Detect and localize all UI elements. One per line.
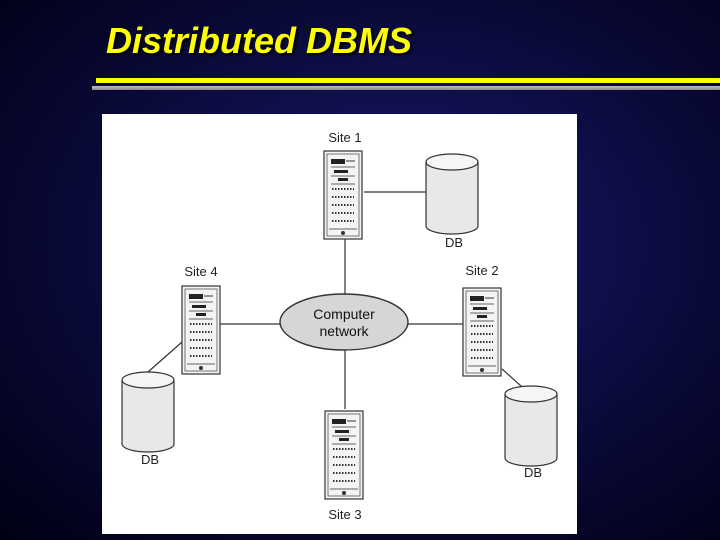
link-site4-db [147, 341, 183, 373]
diagram-panel: Computer network Site 1 Site 2 Site 3 Si… [102, 114, 577, 534]
site-2-db-icon [504, 385, 558, 467]
site-4-db-label: DB [141, 452, 159, 467]
site-4-server-icon [181, 285, 221, 375]
network-label-line2: network [319, 323, 369, 339]
site-3-server-icon [324, 410, 364, 500]
site-1-db-icon [425, 153, 479, 235]
site-4-label: Site 4 [184, 264, 217, 279]
network-label-line1: Computer [313, 306, 375, 322]
computer-network: Computer network [279, 293, 409, 351]
site-2-db-label: DB [524, 465, 542, 480]
site-3-label: Site 3 [328, 507, 361, 522]
site-1-db-label: DB [445, 235, 463, 250]
site-2-server-icon [462, 287, 502, 377]
title-underline-gray [92, 86, 720, 90]
network-diagram: Computer network Site 1 Site 2 Site 3 Si… [121, 130, 558, 522]
title-underline-yellow [96, 78, 720, 83]
slide-title: Distributed DBMS [106, 20, 412, 61]
connection-lines [147, 191, 531, 409]
site-1-server-icon [323, 150, 363, 240]
site-2-label: Site 2 [465, 263, 498, 278]
site-1-label: Site 1 [328, 130, 361, 145]
site-4-db-icon [121, 371, 175, 453]
